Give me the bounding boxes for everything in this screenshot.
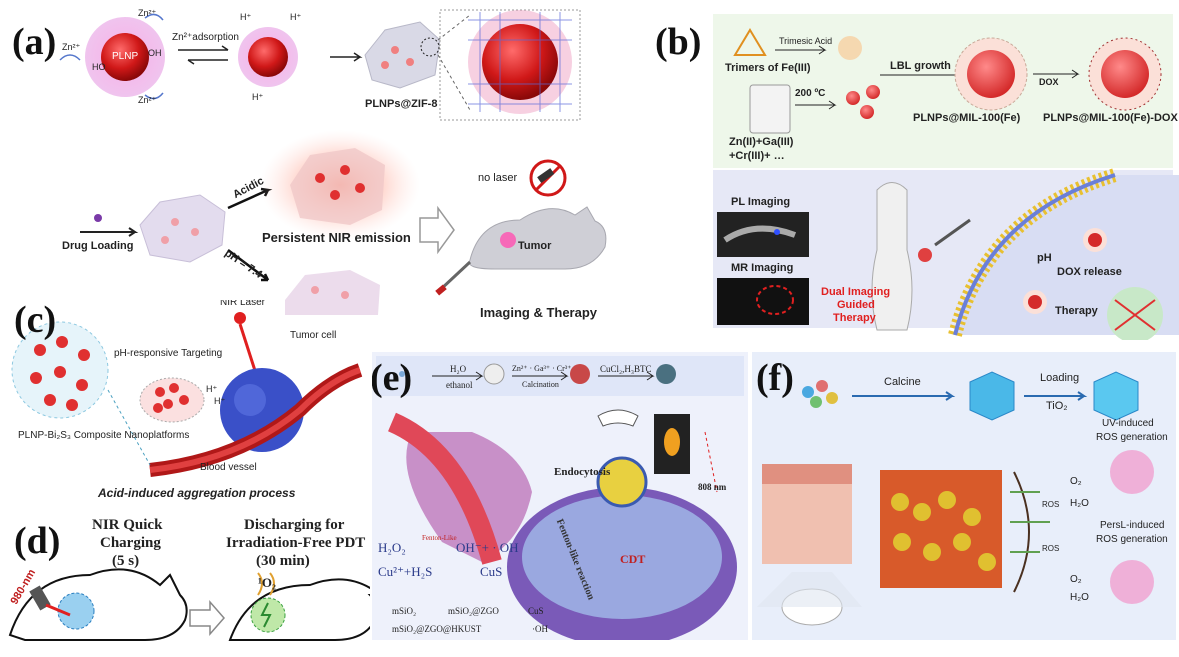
panel-a: (a) Zn²⁺ Zn²⁺ Zn²⁺ PLNP HO OH H⁺ H⁺ H⁺ Z… bbox=[0, 0, 640, 330]
discharging-time: (30 min) bbox=[256, 553, 310, 569]
dual-imaging-label: Dual Imaging bbox=[821, 286, 891, 298]
proton-label: H⁺ bbox=[240, 12, 252, 22]
panel-b-graphics bbox=[713, 14, 1179, 340]
wavelength-808-label: 808 nm bbox=[698, 482, 727, 492]
composite-label: PLNP-Bi₂S₃ Composite Nanoplatforms bbox=[18, 430, 190, 441]
water-label: H₂O bbox=[1070, 592, 1089, 603]
panel-b-label: (b) bbox=[655, 21, 702, 63]
oxygen-label: O₂ bbox=[1070, 476, 1082, 487]
endocytosis-label: Endocytosis bbox=[554, 466, 611, 478]
equation-1-right: OH⁻+ · OH bbox=[456, 540, 519, 555]
adsorption-label: Zn²⁺adsorption bbox=[172, 32, 239, 43]
ros-label: ROS bbox=[1042, 500, 1060, 509]
drug-loading-label: Drug Loading bbox=[62, 240, 134, 252]
discharging-title-2: Irradiation-Free PDT bbox=[226, 535, 366, 551]
charging-time: (5 s) bbox=[112, 553, 140, 569]
proton-label: H⁺ bbox=[252, 92, 264, 102]
panel-a-label: (a) bbox=[12, 21, 57, 63]
uv-induced-label: UV-induced bbox=[1102, 418, 1154, 429]
guided-label: Guided bbox=[837, 299, 875, 311]
panel-c: (c) NIR Laser Tumor cell pH-responsive T… bbox=[0, 300, 370, 510]
tio2-label: TiO₂ bbox=[1046, 400, 1068, 412]
panel-f: (f) Calcine Loading TiO₂ UV-induced ROS … bbox=[752, 352, 1176, 640]
reagents-label: CuCl₂,H₃BTC bbox=[600, 364, 652, 374]
panel-f-label: (f) bbox=[756, 357, 794, 399]
panel-d: (d) NIR Quick Charging (5 s) Discharging… bbox=[0, 515, 370, 657]
legend-item: mSiO₂@ZGO bbox=[448, 606, 499, 616]
mr-imaging-label: MR Imaging bbox=[731, 262, 794, 274]
persl-induced-label: PersL-induced bbox=[1100, 520, 1165, 531]
tumor-label: Tumor bbox=[518, 240, 552, 252]
panel-c-graphics bbox=[11, 312, 363, 477]
calcine-label: Calcine bbox=[884, 376, 921, 388]
charging-title-1: NIR Quick bbox=[92, 517, 163, 533]
panel-b: (b) Trimers of Fe(III) Trimesic Acid LBL… bbox=[645, 0, 1179, 340]
equation-1-left: H₂O₂ bbox=[378, 540, 406, 555]
proton-label: H⁺ bbox=[206, 384, 218, 394]
imaging-therapy-label: Imaging & Therapy bbox=[480, 305, 598, 320]
legend-item: mSiO₂@ZGO@HKUST bbox=[392, 624, 482, 634]
persl-ros-label: ROS generation bbox=[1096, 534, 1168, 545]
zn-ion-label: Zn²⁺ bbox=[138, 95, 157, 105]
cdt-label: CDT bbox=[620, 552, 646, 566]
product-mil-label: PLNPs@MIL-100(Fe) bbox=[913, 112, 1021, 124]
ph-label: pH bbox=[1037, 252, 1052, 264]
loading-label: Loading bbox=[1040, 372, 1080, 384]
ethanol-label: ethanol bbox=[446, 380, 473, 390]
tumor-cell-label: Tumor cell bbox=[290, 330, 337, 341]
nir-laser-label: NIR Laser bbox=[220, 300, 266, 308]
legend-item: mSiO₂ bbox=[392, 606, 417, 616]
panel-d-graphics bbox=[8, 568, 370, 641]
persistent-emission-label: Persistent NIR emission bbox=[262, 230, 411, 245]
temperature-label: 200 ºC bbox=[795, 88, 826, 99]
oxygen-label: O₂ bbox=[1070, 574, 1082, 585]
water-label: H₂O bbox=[450, 364, 467, 374]
product-label: PLNPs@ZIF-8 bbox=[365, 98, 438, 110]
trimesic-acid-label: Trimesic Acid bbox=[779, 36, 833, 46]
ions-label-2: +Cr(III)+ … bbox=[729, 150, 785, 162]
plnp-core-label: PLNP bbox=[112, 51, 139, 62]
lbl-growth-label: LBL growth bbox=[890, 60, 951, 72]
fenton-like-label: Fenton-Like bbox=[422, 534, 457, 542]
zn-ion-label: Zn²⁺ bbox=[62, 42, 81, 52]
product-dox-label: PLNPs@MIL-100(Fe)-DOX bbox=[1043, 112, 1178, 124]
legend-item: ·OH bbox=[532, 624, 548, 634]
discharging-title-1: Discharging for bbox=[244, 517, 345, 533]
panel-e-graphics bbox=[376, 356, 744, 640]
equation-2-left: Cu²⁺+H₂S bbox=[378, 564, 433, 579]
therapy-red-label: Therapy bbox=[833, 312, 876, 324]
blood-vessel-label: Blood vessel bbox=[200, 462, 257, 473]
calcination-label: Calcination bbox=[522, 380, 559, 389]
ions-label: Zn(II)+Ga(III) bbox=[729, 136, 794, 148]
proton-label: H⁺ bbox=[214, 396, 226, 406]
charging-title-2: Charging bbox=[100, 535, 161, 551]
aggregation-process-label: Acid-induced aggregation process bbox=[98, 486, 296, 500]
ions-label: Zn²⁺ · Ga³⁺ · Cr³⁺ bbox=[512, 364, 572, 373]
hydroxyl-label: HO bbox=[92, 62, 106, 72]
ph-targeting-label: pH-responsive Targeting bbox=[114, 348, 223, 359]
therapy-label: Therapy bbox=[1055, 305, 1098, 317]
pl-imaging-label: PL Imaging bbox=[731, 196, 791, 208]
legend-item: CuS bbox=[528, 606, 544, 616]
panel-f-graphics bbox=[757, 371, 1154, 626]
panel-c-label: (c) bbox=[14, 300, 57, 341]
singlet-oxygen-label: ¹O₂ bbox=[258, 575, 276, 590]
dox-release-label: DOX release bbox=[1057, 266, 1122, 278]
no-laser-label: no laser bbox=[478, 172, 518, 184]
plnp-core bbox=[101, 33, 149, 81]
dox-label: DOX bbox=[1039, 77, 1059, 87]
panel-a-graphics bbox=[59, 9, 607, 315]
ros-label: ROS bbox=[1042, 544, 1060, 553]
panel-d-label: (d) bbox=[14, 520, 61, 562]
hydroxyl-label: OH bbox=[148, 48, 162, 58]
trimers-label: Trimers of Fe(III) bbox=[725, 62, 811, 74]
water-label: H₂O bbox=[1070, 498, 1089, 509]
panel-e-label: (e) bbox=[372, 357, 413, 399]
equation-2-right: CuS bbox=[480, 564, 503, 579]
panel-e: (e) H₂O ethanol Zn²⁺ · Ga³⁺ · Cr³⁺ Calci… bbox=[372, 352, 748, 640]
uv-ros-label: ROS generation bbox=[1096, 432, 1168, 443]
proton-label: H⁺ bbox=[290, 12, 302, 22]
zn-ion-label: Zn²⁺ bbox=[138, 8, 157, 18]
